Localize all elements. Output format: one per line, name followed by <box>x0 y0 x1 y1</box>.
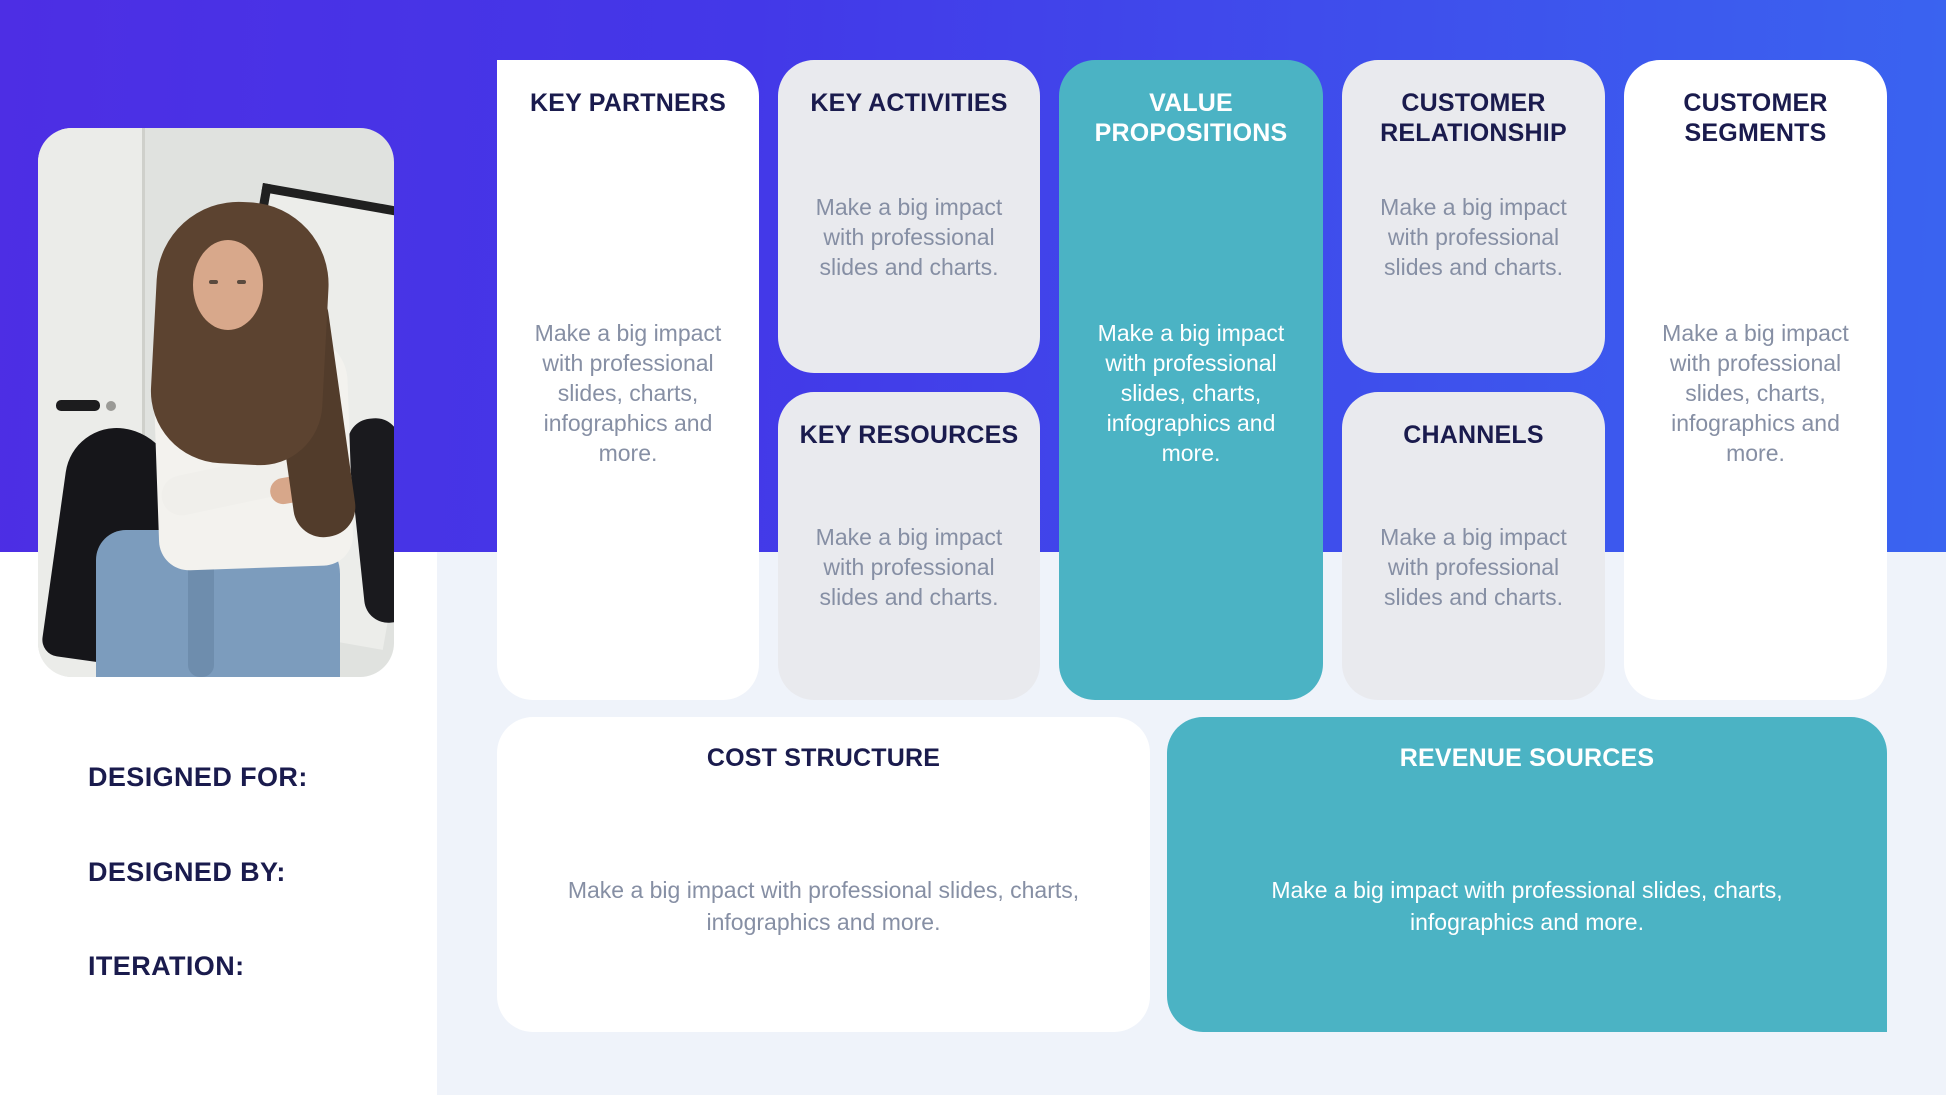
photo-door-handle <box>56 400 100 411</box>
photo-person-eye-right <box>237 280 246 284</box>
photo-person-eye-left <box>209 280 218 284</box>
card-key-activities-title: KEY ACTIVITIES <box>810 89 1008 117</box>
iteration-label: ITERATION: <box>88 951 245 981</box>
card-customer-segments-body: Make a big impact with professional slid… <box>1662 320 1849 466</box>
card-key-partners-body: Make a big impact with professional slid… <box>534 320 722 466</box>
card-cost-structure-body: Make a big impact with professional slid… <box>567 877 1080 935</box>
card-key-partners: KEY PARTNERS Make a big impact with prof… <box>497 60 759 700</box>
card-channels: CHANNELS Make a big impact with professi… <box>1342 392 1605 700</box>
card-key-partners-title: KEY PARTNERS <box>530 89 726 117</box>
card-cost-structure-title: COST STRUCTURE <box>706 744 941 772</box>
card-channels-body: Make a big impact with professional slid… <box>1380 524 1567 610</box>
card-customer-relationship-title: CUSTOMER RELATIONSHIP <box>1380 89 1567 147</box>
card-value-propositions-title: VALUE PROPOSITIONS <box>1094 89 1288 147</box>
card-revenue-sources: REVENUE SOURCES Make a big impact with p… <box>1167 717 1887 1032</box>
card-key-resources: KEY RESOURCES Make a big impact with pro… <box>778 392 1040 700</box>
card-value-propositions: VALUE PROPOSITIONS Make a big impact wit… <box>1059 60 1323 700</box>
card-channels-title: CHANNELS <box>1403 421 1544 449</box>
designed-for-label: DESIGNED FOR: <box>88 762 308 792</box>
card-revenue-sources-body: Make a big impact with professional slid… <box>1271 877 1783 935</box>
card-key-activities: KEY ACTIVITIES Make a big impact with pr… <box>778 60 1040 373</box>
card-key-activities-body: Make a big impact with professional slid… <box>815 194 1003 280</box>
card-customer-segments: CUSTOMER SEGMENTS Make a big impact with… <box>1624 60 1887 700</box>
portrait-photo <box>38 128 394 677</box>
card-customer-segments-title: CUSTOMER SEGMENTS <box>1683 89 1828 147</box>
card-value-propositions-body: Make a big impact with professional slid… <box>1097 320 1285 466</box>
card-cost-structure: COST STRUCTURE Make a big impact with pr… <box>497 717 1150 1032</box>
card-key-resources-title: KEY RESOURCES <box>799 421 1019 449</box>
photo-person-hair <box>147 197 333 469</box>
card-customer-relationship-body: Make a big impact with professional slid… <box>1380 194 1567 280</box>
photo-door-knob <box>106 401 116 411</box>
card-key-resources-body: Make a big impact with professional slid… <box>815 524 1003 610</box>
card-customer-relationship: CUSTOMER RELATIONSHIP Make a big impact … <box>1342 60 1605 373</box>
photo-person-jeans-shade <box>188 558 214 677</box>
card-revenue-sources-title: REVENUE SOURCES <box>1399 744 1655 772</box>
photo-person-face <box>193 240 263 330</box>
designed-by-label: DESIGNED BY: <box>88 857 286 887</box>
